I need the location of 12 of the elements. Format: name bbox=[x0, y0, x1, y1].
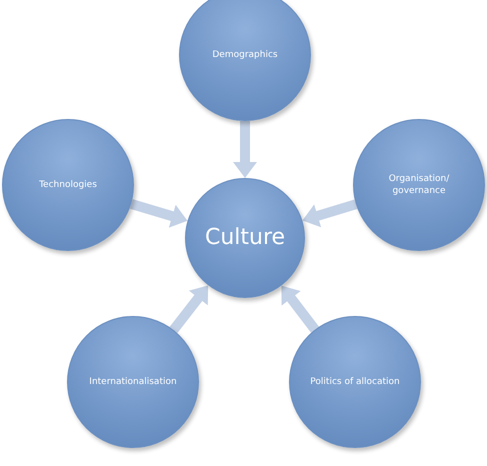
node-label: Culture bbox=[204, 224, 286, 252]
node-label: Technologies bbox=[39, 178, 97, 192]
node-label: Internationalisation bbox=[89, 376, 177, 388]
node-label: Organisation/ governance bbox=[388, 172, 450, 198]
block-arrow bbox=[302, 199, 358, 228]
circle-node bbox=[179, 0, 311, 121]
block-arrow bbox=[170, 285, 208, 333]
block-arrow bbox=[233, 121, 257, 178]
block-arrow bbox=[281, 286, 319, 333]
node-label: Politics of allocation bbox=[310, 376, 400, 388]
node-label: Demographics bbox=[212, 48, 278, 62]
block-arrow bbox=[130, 199, 188, 228]
